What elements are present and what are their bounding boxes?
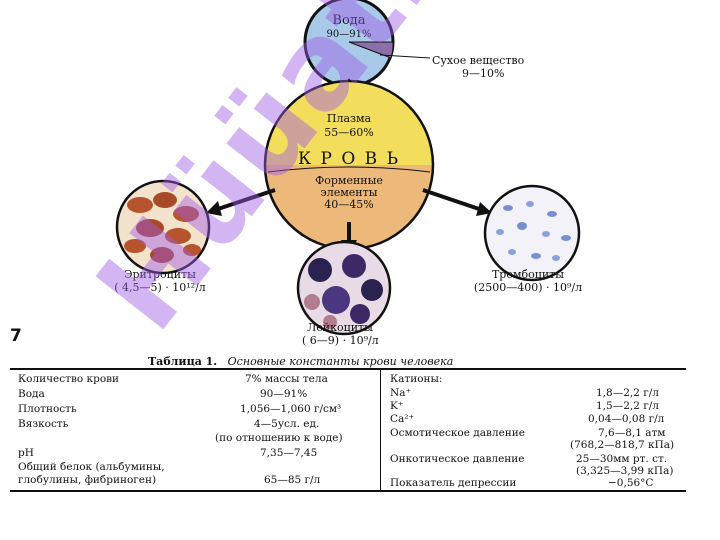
dry-matter-value: 9—10% bbox=[462, 67, 504, 80]
table-left-name-3: Вязкость bbox=[18, 418, 69, 430]
blood-title: К Р О В Ь bbox=[298, 149, 400, 169]
table-left-value-3: 4—5усл. ед. bbox=[254, 418, 320, 430]
table-caption: Таблица 1. Основные константы крови чело… bbox=[148, 355, 453, 368]
dry-matter-title: Сухое вещество bbox=[432, 54, 525, 67]
plasma-value: 55—60% bbox=[324, 126, 373, 139]
page-number: 7 bbox=[10, 326, 22, 346]
leuko-title: Лейкоциты bbox=[307, 321, 373, 334]
arrow-to-erythro bbox=[214, 188, 276, 212]
table-right-value-8: −0,56°C bbox=[608, 477, 654, 489]
thrombocytes-image bbox=[483, 184, 581, 282]
table-left-value-5: 7,35—7,45 bbox=[260, 447, 318, 459]
table-caption-number: Таблица 1. bbox=[148, 355, 218, 368]
formed-title-2: элементы bbox=[321, 186, 378, 199]
blood-constants-table: Количество крови 7% массы тела Вода 90—9… bbox=[10, 368, 686, 492]
dry-matter-pointer bbox=[379, 54, 431, 59]
table-left-name-2: Плотность bbox=[18, 403, 77, 415]
table-right-name-8: Показатель депрессии bbox=[390, 477, 517, 489]
table-right-value-7: (3,325—3,99 кПа) bbox=[576, 465, 674, 477]
table-right-value-4: 7,6—8,1 атм bbox=[598, 427, 666, 439]
thrombo-value: (2500—400) · 10⁹/л bbox=[474, 281, 582, 294]
table-left-name-6: Общий белок (альбумины, bbox=[18, 461, 165, 473]
arrow-to-thrombo bbox=[422, 188, 483, 212]
erythro-title: Эритроциты bbox=[124, 268, 196, 281]
leuko-value: ( 6—9) · 10⁹/л bbox=[302, 334, 379, 347]
formed-title-1: Форменные bbox=[315, 174, 383, 187]
table-right-name-3: Ca²⁺ bbox=[390, 413, 415, 425]
leukocytes-image bbox=[296, 240, 392, 336]
blood-composition-diagram: Вода 90—91% Сухое вещество 9—10% Плазма … bbox=[114, 0, 582, 336]
table-left-value-2: 1,056—1,060 г/см³ bbox=[240, 403, 342, 415]
table-left-name-5: pH bbox=[18, 447, 34, 459]
plasma-title: Плазма bbox=[327, 112, 372, 125]
table-right-name-2: K⁺ bbox=[390, 400, 404, 412]
table-right-value-5: (768,2—818,7 кПа) bbox=[570, 439, 675, 451]
table-right-name-1: Na⁺ bbox=[390, 387, 411, 399]
table-right-name-0: Катионы: bbox=[390, 373, 443, 385]
table-caption-text: Основные константы крови человека bbox=[227, 355, 454, 368]
table-right-value-2: 1,5—2,2 г/л bbox=[596, 400, 659, 412]
table-right-value-1: 1,8—2,2 г/л bbox=[596, 387, 659, 399]
thrombo-title: Тромбоциты bbox=[492, 268, 564, 281]
arrow-head-left-icon bbox=[206, 201, 222, 216]
water-value: 90—91% bbox=[327, 29, 372, 40]
table-left-name-0: Количество крови bbox=[18, 373, 120, 385]
table-divider bbox=[380, 370, 381, 490]
table-right-value-6: 25—30мм рт. ст. bbox=[576, 453, 668, 465]
arrow-head-right-icon bbox=[476, 202, 492, 216]
dry-matter-sector bbox=[348, 41, 394, 59]
table-left-value-4: (по отношению к воде) bbox=[215, 432, 343, 444]
table-left-value-7: 65—85 г/л bbox=[264, 474, 321, 486]
erythrocytes-image bbox=[115, 179, 211, 275]
water-node: Вода 90—91% bbox=[303, 0, 395, 88]
water-title: Вода bbox=[332, 13, 365, 28]
table-left-name-7: глобулины, фибриноген) bbox=[18, 474, 157, 486]
plasma-half bbox=[265, 81, 433, 165]
table-left-value-1: 90—91% bbox=[260, 388, 308, 400]
table-right-value-3: 0,04—0,08 г/л bbox=[588, 413, 665, 425]
table-right-name-6: Онкотическое давление bbox=[390, 453, 525, 465]
formed-elements-half bbox=[265, 165, 433, 249]
table-left-value-0: 7% массы тела bbox=[245, 373, 328, 385]
formed-value: 40—45% bbox=[324, 198, 373, 211]
erythro-value: ( 4,5—5) · 10¹²/л bbox=[114, 281, 206, 294]
table-right-name-4: Осмотическое давление bbox=[390, 427, 525, 439]
table-left-name-1: Вода bbox=[18, 388, 45, 400]
